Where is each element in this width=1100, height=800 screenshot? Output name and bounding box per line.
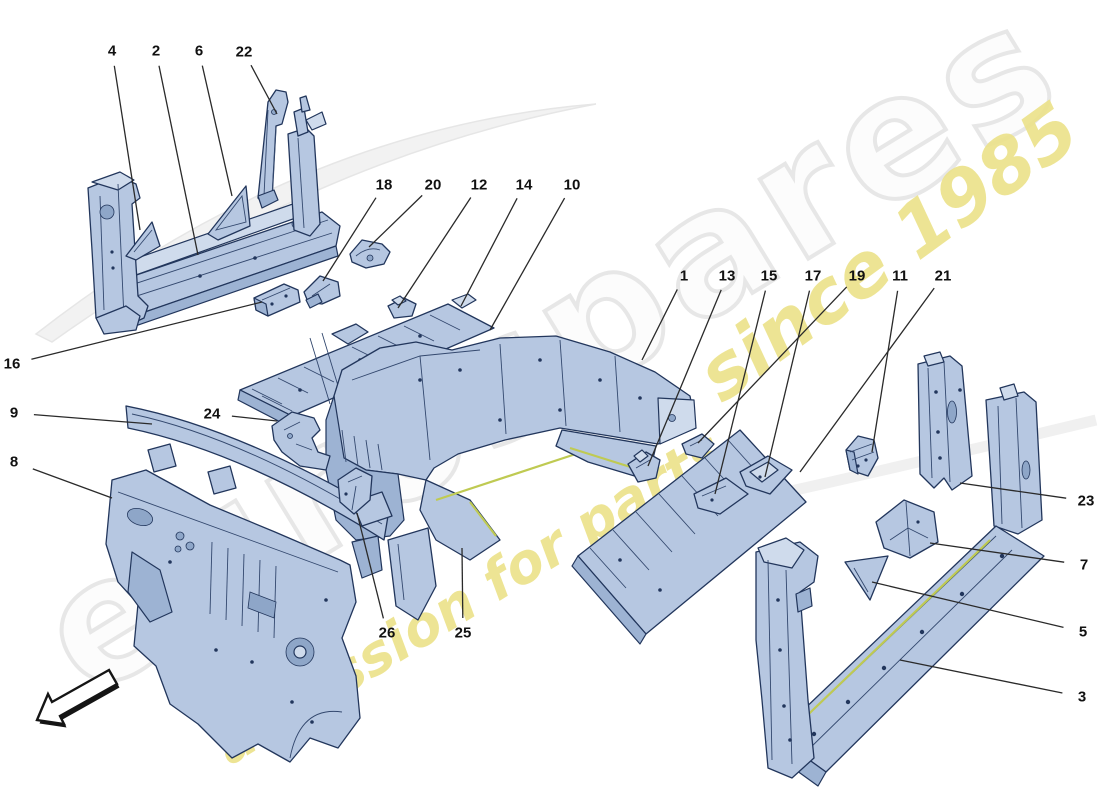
callout-number-5[interactable]: 5 — [1079, 624, 1087, 641]
leader-line-13 — [647, 289, 722, 467]
part-pillar-23-drawing — [917, 351, 973, 491]
leader-line-2 — [158, 65, 199, 256]
callout-number-2[interactable]: 2 — [152, 43, 160, 60]
callout-4[interactable]: 4 — [108, 43, 141, 231]
callout-24[interactable]: 24 — [204, 406, 278, 423]
leader-line-7 — [929, 542, 1065, 563]
callout-number-12[interactable]: 12 — [471, 177, 488, 194]
callout-number-20[interactable]: 20 — [425, 177, 442, 194]
part-bracket-24-drawing — [271, 411, 331, 471]
callout-number-18[interactable]: 18 — [376, 177, 393, 194]
part-bracket-26-drawing — [337, 467, 373, 515]
callout-23[interactable]: 23 — [959, 482, 1095, 510]
callout-layer: 1234567891011121314151617181920212223242… — [4, 43, 1095, 706]
part-side-sill-assembly-drawing — [755, 383, 1045, 787]
callout-number-3[interactable]: 3 — [1078, 689, 1086, 706]
leader-line-17 — [764, 290, 811, 478]
callout-number-8[interactable]: 8 — [10, 454, 18, 471]
callout-7[interactable]: 7 — [929, 542, 1088, 574]
callout-number-17[interactable]: 17 — [805, 268, 822, 285]
callout-16[interactable]: 16 — [4, 301, 263, 373]
leader-line-5 — [871, 581, 1064, 629]
leader-line-1 — [641, 289, 678, 361]
callout-15[interactable]: 15 — [714, 268, 778, 495]
callout-number-25[interactable]: 25 — [455, 625, 472, 642]
leader-line-9 — [33, 413, 153, 425]
leader-line-18 — [322, 197, 377, 282]
part-bracket-13-drawing — [627, 449, 661, 483]
part-bracket-18-drawing — [303, 275, 341, 309]
callout-13[interactable]: 13 — [647, 268, 736, 467]
callout-5[interactable]: 5 — [871, 581, 1087, 641]
leader-line-24 — [231, 415, 278, 422]
callout-20[interactable]: 20 — [368, 177, 442, 248]
leader-line-4 — [113, 65, 141, 231]
callout-26[interactable]: 26 — [356, 512, 396, 642]
leader-line-16 — [31, 301, 263, 360]
leader-line-25 — [461, 547, 464, 619]
leader-line-22 — [250, 64, 278, 115]
view-direction-arrow — [35, 668, 120, 728]
callout-number-13[interactable]: 13 — [719, 268, 736, 285]
leader-line-21 — [799, 287, 935, 473]
callout-17[interactable]: 17 — [764, 268, 822, 478]
callout-number-14[interactable]: 14 — [516, 177, 533, 194]
parts-layer — [87, 89, 1045, 787]
part-rear-floor-panel-drawing — [571, 429, 807, 645]
callout-25[interactable]: 25 — [455, 547, 472, 642]
leader-line-8 — [32, 468, 113, 499]
leader-line-6 — [201, 65, 233, 197]
callout-12[interactable]: 12 — [397, 177, 488, 309]
callout-number-9[interactable]: 9 — [10, 405, 18, 422]
callout-3[interactable]: 3 — [899, 659, 1086, 706]
leader-line-15 — [714, 290, 767, 495]
callout-10[interactable]: 10 — [489, 177, 581, 331]
leader-line-12 — [397, 197, 472, 309]
callout-number-10[interactable]: 10 — [564, 177, 581, 194]
part-bracket-7-drawing — [875, 499, 939, 559]
callout-8[interactable]: 8 — [10, 454, 113, 499]
leader-line-23 — [959, 482, 1067, 499]
callout-14[interactable]: 14 — [460, 177, 533, 307]
leader-line-26 — [356, 512, 385, 619]
callout-22[interactable]: 22 — [236, 44, 278, 115]
callout-6[interactable]: 6 — [195, 43, 233, 197]
callout-number-23[interactable]: 23 — [1078, 493, 1095, 510]
callout-1[interactable]: 1 — [641, 268, 688, 361]
view-direction-arrow-body — [35, 668, 119, 726]
callout-number-26[interactable]: 26 — [379, 625, 396, 642]
callout-number-4[interactable]: 4 — [108, 43, 117, 60]
callout-11[interactable]: 11 — [871, 268, 908, 453]
callout-number-16[interactable]: 16 — [4, 356, 21, 373]
leader-line-11 — [871, 290, 899, 453]
leader-line-20 — [368, 194, 423, 248]
part-plate-5-drawing — [844, 555, 889, 601]
part-bracket-20-drawing — [349, 239, 391, 269]
part-bracket-11-drawing — [845, 435, 879, 477]
leader-line-14 — [460, 197, 518, 307]
callout-number-22[interactable]: 22 — [236, 44, 253, 61]
callout-number-24[interactable]: 24 — [204, 406, 221, 423]
callout-number-1[interactable]: 1 — [680, 268, 688, 285]
callout-2[interactable]: 2 — [152, 43, 199, 256]
callout-21[interactable]: 21 — [799, 268, 952, 473]
leader-line-10 — [489, 197, 566, 331]
leader-line-19 — [697, 286, 848, 444]
part-firewall-drawing — [105, 469, 361, 763]
leader-line-3 — [899, 659, 1063, 694]
callout-number-21[interactable]: 21 — [935, 268, 952, 285]
callout-number-15[interactable]: 15 — [761, 268, 778, 285]
callout-number-11[interactable]: 11 — [892, 268, 908, 285]
callout-number-6[interactable]: 6 — [195, 43, 203, 60]
callout-number-19[interactable]: 19 — [849, 268, 866, 285]
callout-18[interactable]: 18 — [322, 177, 393, 282]
part-bracket-16-drawing — [253, 283, 301, 317]
part-rear-frame-drawing — [87, 89, 341, 335]
callout-number-7[interactable]: 7 — [1080, 557, 1088, 574]
callout-19[interactable]: 19 — [697, 268, 866, 444]
callout-9[interactable]: 9 — [10, 405, 153, 425]
